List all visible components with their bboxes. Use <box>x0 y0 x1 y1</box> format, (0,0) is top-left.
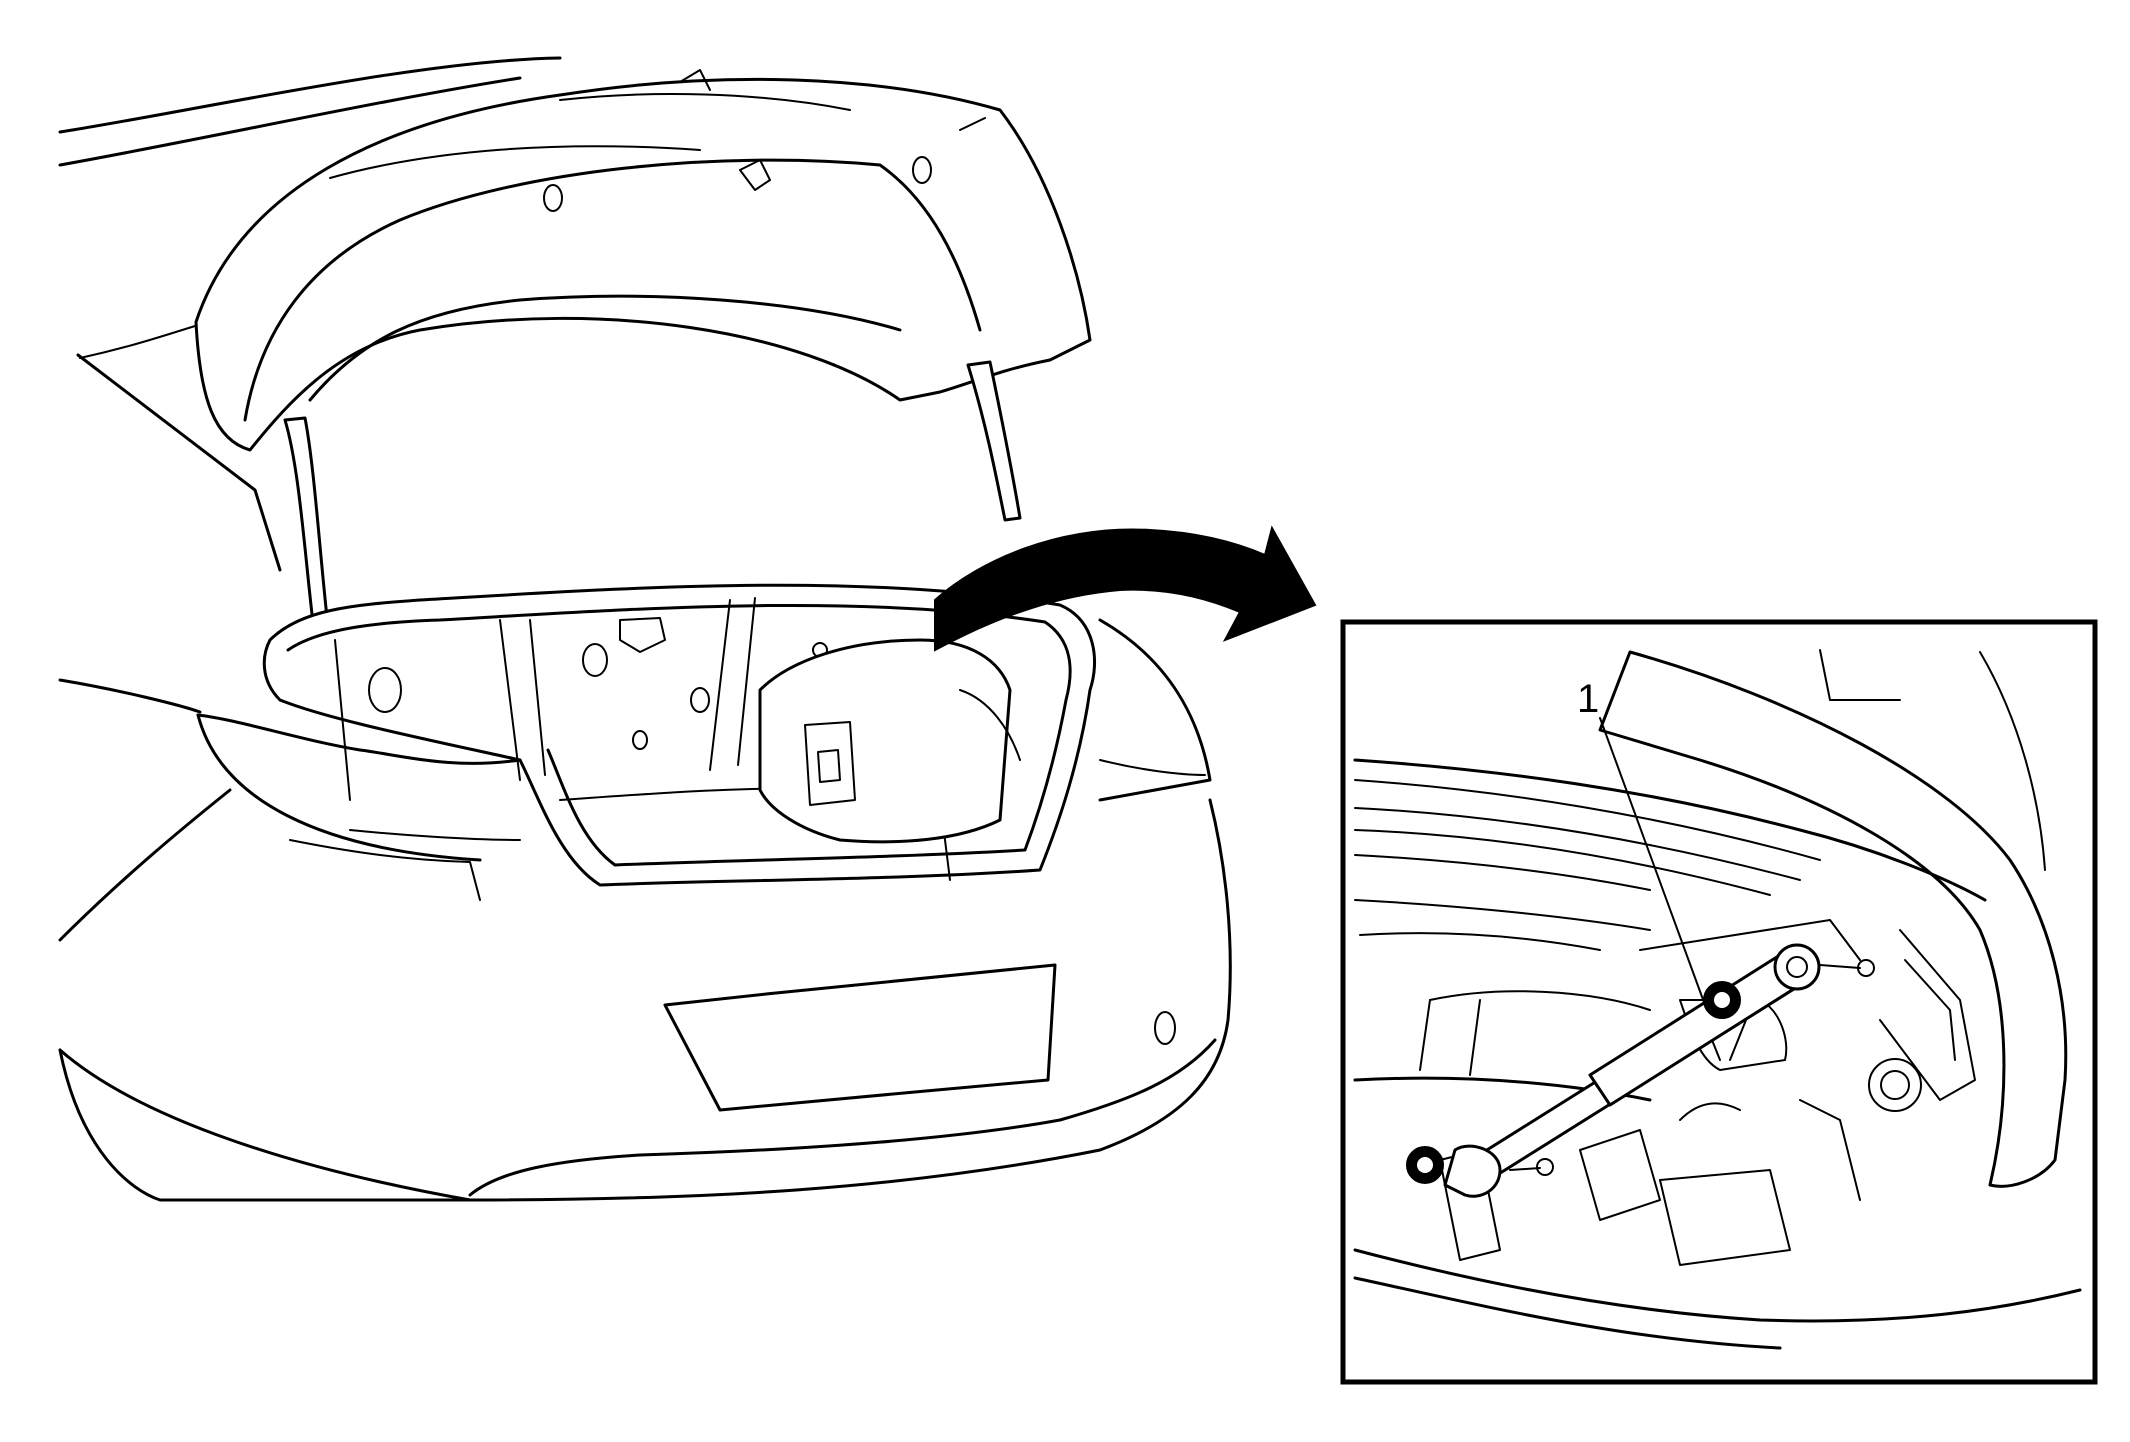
detail-arrow <box>934 525 1317 652</box>
roof-line <box>58 56 562 134</box>
license-plate-recess <box>663 963 1057 1112</box>
vehicle-rear-overview <box>58 56 1232 1202</box>
detail-inset: 1 <box>1340 619 2098 1385</box>
trunk-lid <box>194 77 1092 452</box>
inset-lid-edge <box>1598 650 2068 1188</box>
right-hinge-arm <box>966 360 1022 522</box>
rear-bumper <box>58 798 1232 1202</box>
callout-leader-1 <box>1599 717 1706 1006</box>
parking-sensor <box>1154 1011 1176 1045</box>
callout-label-1: 1 <box>1577 677 1599 721</box>
storage-bin <box>758 638 1012 844</box>
